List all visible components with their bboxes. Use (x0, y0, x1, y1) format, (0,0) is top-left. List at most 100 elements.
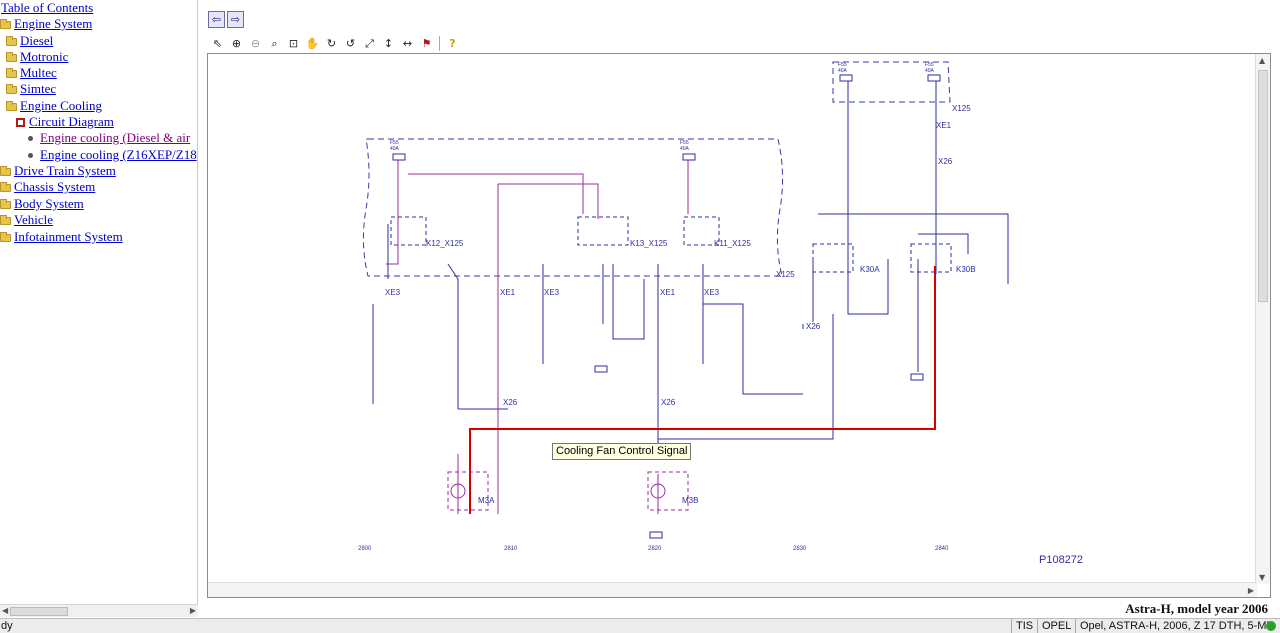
back-button[interactable]: ⇦ (208, 11, 225, 28)
toc-item-label[interactable]: Motronic (20, 49, 69, 64)
toc-item-label[interactable]: Body System (14, 196, 84, 211)
status-text: dy (1, 620, 13, 632)
ruler-mark: 2830 (793, 546, 807, 552)
toc-horizontal-scrollbar[interactable]: ◀ ▶ (0, 604, 198, 617)
diagram-vertical-scrollbar[interactable]: ▲ ▼ (1255, 54, 1270, 584)
folder-icon (0, 232, 11, 242)
connector-label[interactable]: X125 (776, 270, 795, 279)
connector-label[interactable]: X26 (806, 322, 821, 331)
toc-item-label[interactable]: Table of Contents (1, 0, 94, 15)
toc-item-motronic[interactable]: Motronic (6, 49, 68, 65)
toc-item-label[interactable]: Multec (20, 65, 57, 80)
relay-label[interactable]: K12_X125 (426, 239, 464, 248)
pan-hand-icon[interactable]: ✋ (305, 37, 320, 50)
fit-all-icon[interactable]: ⤢ (365, 36, 374, 50)
toc-item-diesel[interactable]: Diesel (6, 33, 53, 49)
toc-item-label[interactable]: Simtec (20, 81, 57, 96)
relay-label[interactable]: K30A (860, 265, 880, 274)
wire-tooltip: Cooling Fan Control Signal (552, 443, 692, 460)
relay-symbols (390, 216, 952, 273)
motor-label[interactable]: M3B (682, 496, 699, 505)
connector-label[interactable]: XE3 (704, 288, 720, 297)
folder-icon (6, 52, 17, 62)
toc-item-vehicle[interactable]: Vehicle (0, 212, 53, 228)
toc-item-engine-system[interactable]: Engine System (0, 16, 92, 32)
bullet-icon (28, 135, 33, 141)
connector-label[interactable]: XE1 (660, 288, 676, 297)
toc-item-drive-train[interactable]: Drive Train System (0, 163, 116, 179)
connector-label[interactable]: X125 (952, 104, 971, 113)
toc-item-body[interactable]: Body System (0, 196, 84, 212)
toc-item-simtec[interactable]: Simtec (6, 81, 56, 97)
scrollbar-thumb[interactable] (1258, 70, 1268, 302)
diagram-viewer: ⇦ ⇨ ⇖ ⊕ ⊖ ⌕ ⊡ ✋ ↻ ↺ ⤢ ↕ ↔ ⚑ ? (199, 0, 1280, 617)
diagram-horizontal-scrollbar[interactable]: ▶ (208, 582, 1257, 597)
toc-item-label[interactable]: Engine Cooling (20, 98, 102, 113)
scroll-right-icon[interactable]: ▶ (1247, 586, 1254, 595)
toc-item-infotainment[interactable]: Infotainment System (0, 229, 123, 245)
connection-status-icon (1266, 621, 1276, 631)
toc-item-engine-cooling[interactable]: Engine Cooling (6, 98, 102, 114)
toc-item-engine-cooling-z16xep[interactable]: Engine cooling (Z16XEP/Z18 (28, 147, 197, 163)
fit-width-icon[interactable]: ↔ (402, 37, 413, 50)
viewer-toolbar: ⇖ ⊕ ⊖ ⌕ ⊡ ✋ ↻ ↺ ⤢ ↕ ↔ ⚑ ? (209, 34, 461, 53)
connector-label[interactable]: X26 (503, 398, 518, 407)
toc-item-label[interactable]: Drive Train System (14, 163, 116, 178)
scrollbar-thumb[interactable] (10, 607, 68, 616)
folder-icon (0, 182, 11, 192)
toc-item-label[interactable]: Engine cooling (Z16XEP/Z18 (40, 147, 197, 162)
toc-item-circuit-diagram[interactable]: Circuit Diagram (16, 114, 114, 130)
status-cell-app: TIS (1011, 619, 1037, 633)
vehicle-caption: Astra-H, model year 2006 (1125, 601, 1268, 616)
folder-icon (0, 199, 11, 209)
connector-label[interactable]: XE3 (544, 288, 560, 297)
toc-item-label[interactable]: Chassis System (14, 179, 96, 194)
zoom-area-icon[interactable]: ⌕ (271, 36, 278, 50)
connector-label[interactable]: X26 (938, 157, 953, 166)
ruler-mark: 2840 (935, 546, 949, 552)
fit-height-icon[interactable]: ↕ (383, 37, 394, 50)
toc-item-label[interactable]: Diesel (20, 33, 54, 48)
motor-label[interactable]: M3A (478, 496, 495, 505)
relay-label[interactable]: K11_X125 (714, 239, 751, 248)
toc-item-engine-cooling-diesel[interactable]: Engine cooling (Diesel & air (28, 130, 190, 146)
zoom-in-icon[interactable]: ⊕ (231, 37, 242, 50)
toc-item-label[interactable]: Circuit Diagram (29, 114, 114, 129)
info-icon[interactable]: ? (449, 37, 456, 50)
ruler-mark: 2820 (648, 546, 662, 552)
scroll-up-icon[interactable]: ▲ (1259, 56, 1266, 65)
rotate-cw-icon[interactable]: ↻ (326, 37, 337, 50)
status-bar: dy TIS OPEL Opel, ASTRA-H, 2006, Z 17 DT… (0, 618, 1280, 633)
scroll-down-icon[interactable]: ▼ (1259, 573, 1266, 582)
toc-item-chassis[interactable]: Chassis System (0, 179, 95, 195)
zoom-out-icon[interactable]: ⊖ (250, 37, 261, 50)
connector-label[interactable]: XE1 (500, 288, 516, 297)
zoom-window-icon[interactable]: ⊡ (288, 37, 299, 50)
toc-item-label[interactable]: Infotainment System (14, 229, 123, 244)
toc-item-multec[interactable]: Multec (6, 65, 57, 81)
toc-item-label[interactable]: Engine System (14, 16, 93, 31)
relay-label[interactable]: K30B (956, 265, 976, 274)
connector-label[interactable]: XE1 (936, 121, 952, 130)
toc-item-label[interactable]: Vehicle (14, 212, 53, 227)
toc-item-label[interactable]: Engine cooling (Diesel & air (40, 130, 191, 145)
relay-label[interactable]: K13_X125 (630, 239, 668, 248)
circuit-diagram[interactable] (208, 54, 1257, 584)
toc-item-table-of-contents[interactable]: Table of Contents (1, 0, 93, 16)
toolbar-separator (439, 36, 440, 51)
connector-label[interactable]: XE3 (385, 288, 401, 297)
forward-button[interactable]: ⇨ (227, 11, 244, 28)
circuit-diagram-icon (16, 117, 25, 127)
folder-icon (0, 19, 11, 29)
diagram-canvas[interactable]: K12_X125 K13_X125 K11_X125 K30A K30B X12… (207, 53, 1271, 598)
highlight-net-icon[interactable]: ⚑ (421, 37, 432, 50)
folder-icon (0, 215, 11, 225)
rotate-ccw-icon[interactable]: ↺ (345, 37, 356, 50)
select-pointer-icon[interactable]: ⇖ (212, 37, 223, 50)
connector-label[interactable]: X26 (661, 398, 676, 407)
scroll-left-icon[interactable]: ◀ (2, 606, 9, 615)
scroll-right-icon[interactable]: ▶ (189, 606, 196, 615)
toc-tree: Table of Contents Engine System Diesel M… (0, 0, 198, 604)
